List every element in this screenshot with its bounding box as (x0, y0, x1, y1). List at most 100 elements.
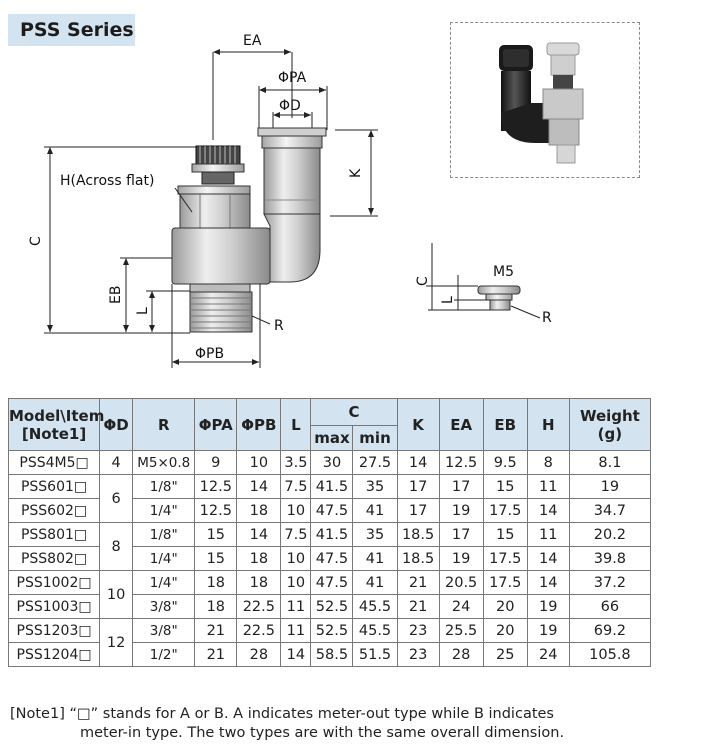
cell-model: PSS4M5□ (7, 450, 101, 475)
dim-k (330, 129, 378, 217)
cell-k: 21 (396, 570, 440, 595)
small-label-m5: M5 (493, 264, 514, 280)
header-r: R (132, 398, 196, 451)
cell-l: 14 (280, 642, 312, 667)
cell-eb: 17.5 (482, 546, 528, 571)
cell-c-max: 41.5 (310, 522, 354, 547)
cell-h: 19 (526, 594, 570, 619)
cell-c-max: 47.5 (310, 546, 354, 571)
small-m5-drawing (477, 285, 521, 311)
dim-eb (120, 257, 172, 332)
header-weight: Weight (g) (568, 398, 652, 451)
header-h: H (526, 398, 570, 451)
cell-pb: 14 (236, 522, 282, 547)
leader-r (251, 315, 271, 325)
cell-ea: 19 (438, 498, 484, 523)
cell-h: 24 (526, 642, 570, 667)
cell-pb: 18 (236, 498, 282, 523)
cell-c-min: 35 (352, 522, 398, 547)
cell-ea: 19 (438, 546, 484, 571)
cell-ea: 17 (438, 522, 484, 547)
cell-weight: 19 (568, 474, 652, 499)
cell-weight: 20.2 (568, 522, 652, 547)
header-ea: EA (438, 398, 484, 451)
dim-c (44, 146, 196, 334)
cell-model: PSS1002□ (7, 570, 101, 595)
cell-c-min: 35 (352, 474, 398, 499)
cell-c-max: 52.5 (310, 618, 354, 643)
cell-c-max: 52.5 (310, 594, 354, 619)
cell-l: 7.5 (280, 522, 312, 547)
cell-weight: 39.8 (568, 546, 652, 571)
cell-pa: 12.5 (194, 474, 238, 499)
cell-pa: 12.5 (194, 498, 238, 523)
cell-h: 11 (526, 522, 570, 547)
cell-c-min: 41 (352, 570, 398, 595)
cell-l: 10 (280, 498, 312, 523)
header-model-label: Model\Item (9, 406, 105, 425)
cell-l: 7.5 (280, 474, 312, 499)
cell-r: 1/4" (132, 546, 196, 571)
cell-c-min: 45.5 (352, 618, 398, 643)
cell-pb: 18 (236, 570, 282, 595)
header-k: K (396, 398, 440, 451)
cell-eb: 17.5 (482, 570, 528, 595)
cell-r: 1/2" (132, 642, 196, 667)
cell-eb: 15 (482, 522, 528, 547)
cell-r: M5×0.8 (132, 450, 196, 475)
label-r: R (274, 318, 284, 334)
label-k: K (348, 168, 364, 178)
table-row: PSS1002□ 10 1/4" 18 18 10 47.5 41 21 20.… (7, 570, 652, 619)
cell-weight: 34.7 (568, 498, 652, 523)
cell-model: PSS1204□ (7, 642, 101, 667)
cell-l: 3.5 (280, 450, 312, 475)
cell-ea: 24 (438, 594, 484, 619)
cell-k: 17 (396, 498, 440, 523)
cell-c-min: 51.5 (352, 642, 398, 667)
table-row: PSS1203□ 12 3/8" 21 22.5 11 52.5 45.5 23… (7, 618, 652, 667)
cell-model: PSS801□ (7, 522, 101, 547)
cell-c-max: 47.5 (310, 498, 354, 523)
cell-c-min: 27.5 (352, 450, 398, 475)
cell-model: PSS1203□ (7, 618, 101, 643)
header-pb: ΦPB (236, 398, 282, 451)
cell-model: PSS1003□ (7, 594, 101, 619)
cell-pa: 9 (194, 450, 238, 475)
cell-pb: 22.5 (236, 594, 282, 619)
cell-eb: 17.5 (482, 498, 528, 523)
cell-model: PSS802□ (7, 546, 101, 571)
table-row: PSS801□ 8 1/8" 15 14 7.5 41.5 35 18.5 17… (7, 522, 652, 571)
small-label-l: L (440, 296, 456, 304)
cell-pa: 18 (194, 594, 238, 619)
cell-h: 14 (526, 546, 570, 571)
cell-model: PSS601□ (7, 474, 101, 499)
cell-ea: 20.5 (438, 570, 484, 595)
table-row: PSS1204□ 1/2" 21 28 14 58.5 51.5 23 28 2… (7, 642, 652, 667)
header-model: Model\Item [Note1] (7, 398, 105, 451)
footnote-line-2: meter-in type. The two types are with th… (80, 725, 565, 741)
cell-k: 14 (396, 450, 440, 475)
cell-r: 1/8" (132, 522, 196, 547)
cell-c-max: 30 (310, 450, 354, 475)
label-pb: ΦPB (195, 346, 224, 362)
cell-c-min: 41 (352, 498, 398, 523)
cell-weight: 69.2 (568, 618, 652, 643)
cell-ea: 12.5 (438, 450, 484, 475)
cell-r: 1/8" (132, 474, 196, 499)
cell-d: 8 (99, 522, 134, 571)
cell-model: PSS602□ (7, 498, 101, 523)
cell-d: 12 (99, 618, 134, 667)
table-row: PSS601□ 6 1/8" 12.5 14 7.5 41.5 35 17 17… (7, 474, 652, 523)
cell-l: 11 (280, 618, 312, 643)
dimension-drawing: EA ΦPA ΦD K (28, 33, 552, 368)
footnote-line-1: [Note1] “□” stands for A or B. A indicat… (10, 706, 554, 722)
product-photo-frame (450, 22, 640, 178)
cell-h: 19 (526, 618, 570, 643)
cell-h: 8 (526, 450, 570, 475)
small-label-c: C (415, 276, 431, 286)
cell-d: 6 (99, 474, 134, 523)
label-ea: EA (243, 33, 262, 49)
cell-r: 1/4" (132, 498, 196, 523)
header-c-min: min (352, 425, 398, 451)
cell-c-max: 47.5 (310, 570, 354, 595)
